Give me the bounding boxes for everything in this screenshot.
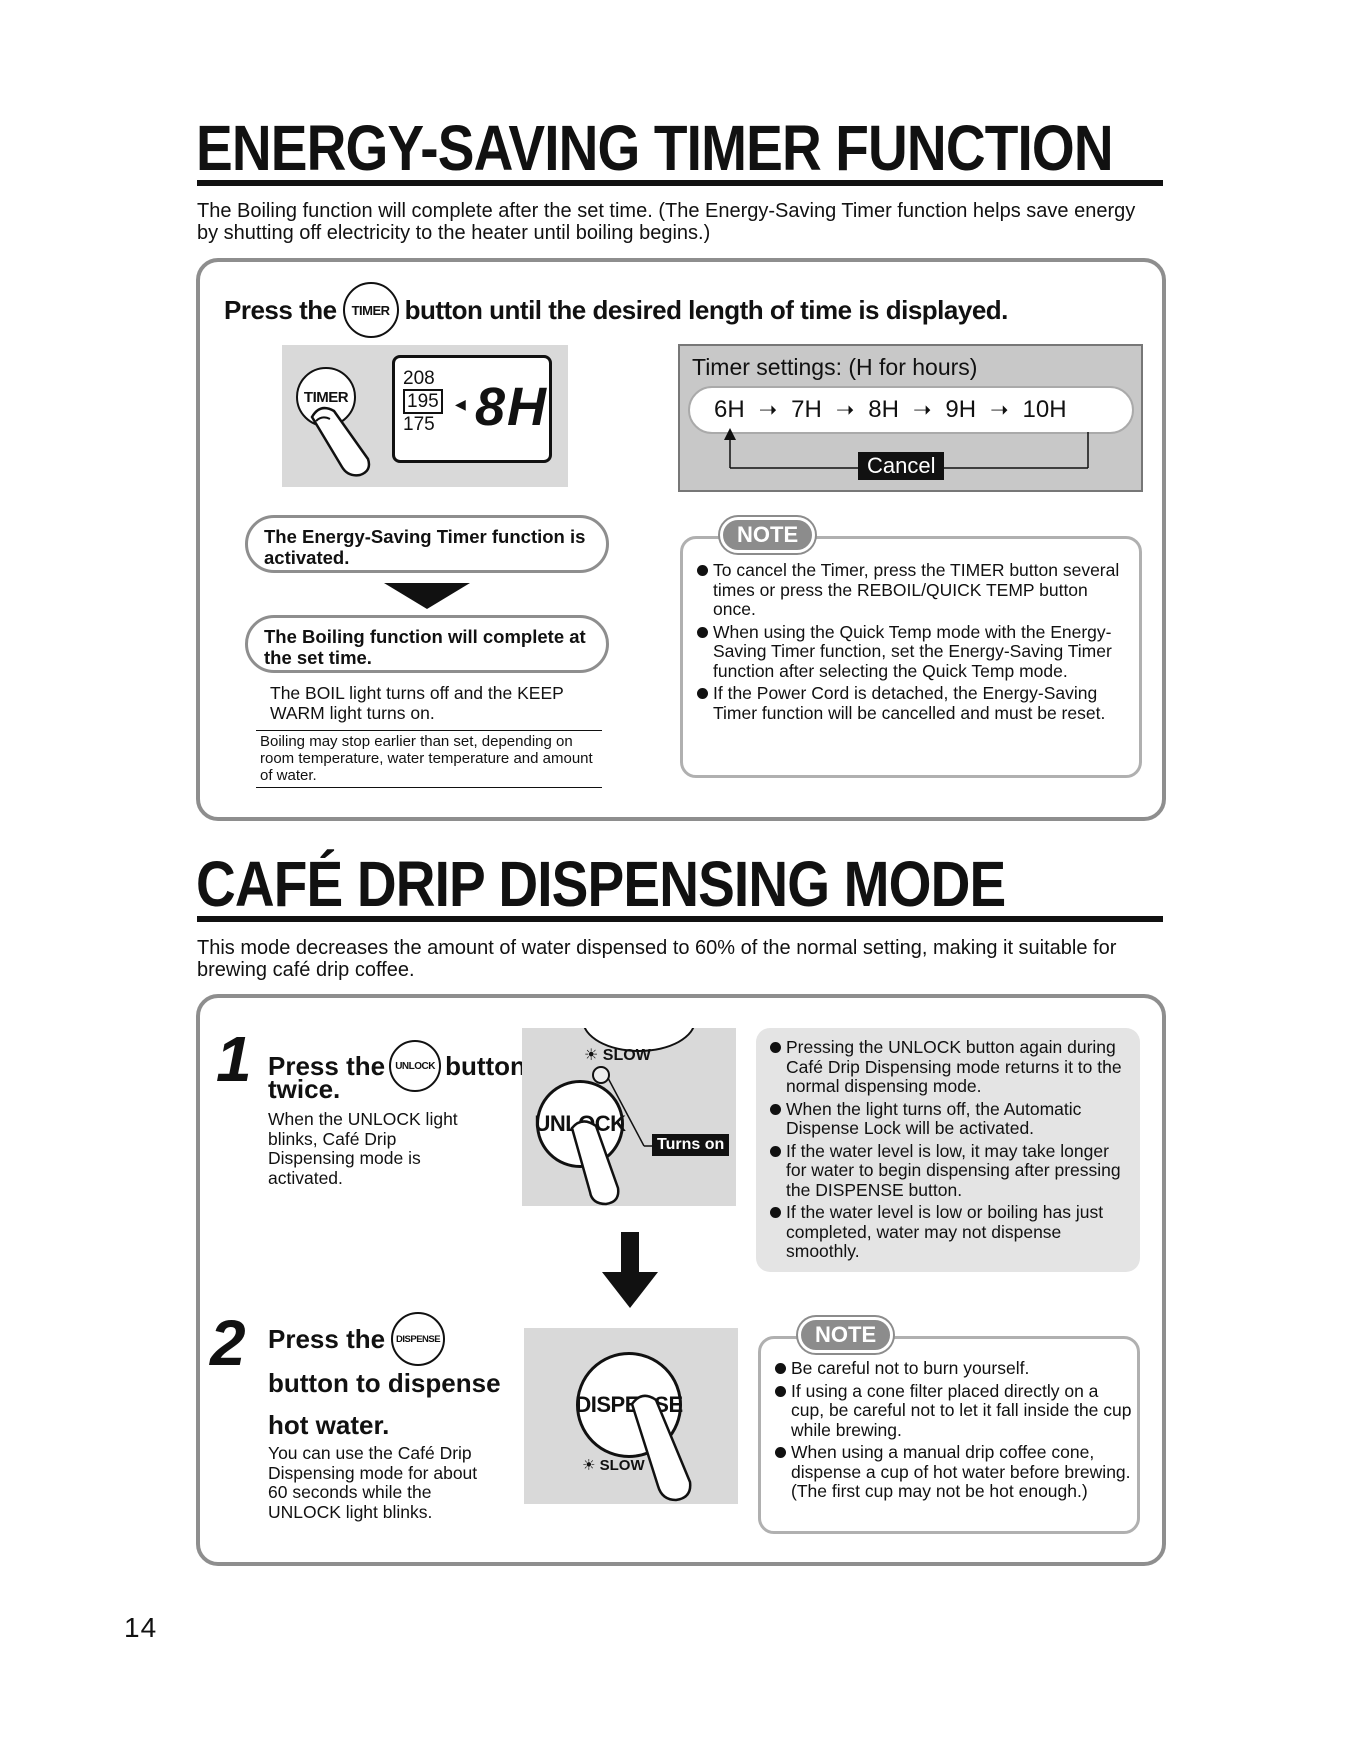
step2-head-line3: hot water. [268,1410,390,1440]
info-item: Pressing the UNLOCK button again during … [770,1037,1132,1097]
lcd-time: 8H [475,377,549,437]
finger-icon [310,406,371,477]
lcd-temp-3: 175 [403,414,435,435]
sun-icon: ☀ [584,1047,599,1064]
cancel-label: Cancel [858,452,945,480]
timer-options: 6H ➝ 7H ➝ 8H ➝ 9H ➝ 10H [688,386,1134,434]
arrow-icon: ➝ [912,397,932,422]
timer-option-7h: 7H [791,396,822,423]
step2-number: 2 [210,1307,246,1379]
note-list-timer: To cancel the Timer, press the TIMER but… [697,560,1135,726]
timer-settings-box: Timer settings: (H for hours) 6H ➝ 7H ➝ … [678,344,1143,492]
lcd-display: 208 195 175 ◀ 8H [392,355,552,463]
instruction-suffix: button until the desired length of time … [404,295,1009,325]
dispense-illustration: DISPENSE ☀ SLOW [524,1328,738,1504]
lcd-temp-2: 195 [403,389,443,414]
slow-text: SLOW [599,1457,645,1474]
lcd-temps: 208 195 175 [403,368,443,435]
note-list-cafe: Be careful not to burn yourself. If usin… [775,1358,1135,1505]
note-tag: NOTE [720,517,816,553]
boil-light-detail: The BOIL light turns off and the KEEP WA… [270,683,564,723]
note-box-cafe: Be careful not to burn yourself. If usin… [758,1336,1140,1534]
timer-option-6h: 6H [714,396,745,423]
section2-rule [197,916,1163,922]
lcd-temp-1: 208 [403,368,435,389]
unlock-light-icon [592,1066,610,1084]
turns-on-label: Turns on [652,1134,730,1156]
section1-title: ENERGY-SAVING TIMER FUNCTION [196,112,1114,184]
info-item: When the light turns off, the Automatic … [770,1099,1132,1139]
down-arrow-icon [602,1232,658,1308]
unlock-illustration: ☀ SLOW UNLOCK Turns on [522,1028,736,1206]
note-box-timer: To cancel the Timer, press the TIMER but… [680,536,1142,778]
info-item: If the water level is low or boiling has… [770,1202,1132,1262]
timer-option-8h: 8H [868,396,899,423]
timer-instruction: Press the TIMER button until the desired… [224,282,1008,338]
instruction-prefix: Press the [224,295,337,325]
arrow-icon: ➝ [758,397,778,422]
step2-body: You can use the Café Drip Dispensing mod… [268,1443,478,1522]
section2-intro: This mode decreases the amount of water … [197,937,1117,981]
finger-icon [630,1394,692,1502]
note-tag: NOTE [798,1317,894,1353]
boiling-caution: Boiling may stop earlier than set, depen… [256,730,602,788]
step1-info-box: Pressing the UNLOCK button again during … [756,1028,1140,1272]
dispense-button-icon: DISPENSE [391,1312,446,1366]
sun-icon: ☀ [582,1457,596,1474]
step2-head-line2: button to dispense [268,1368,501,1398]
step2-heading: Press the DISPENSE [268,1312,446,1366]
timer-illustration: TIMER 208 195 175 ◀ 8H [282,345,568,487]
note-item: To cancel the Timer, press the TIMER but… [697,560,1135,620]
arrow-icon: ➝ [990,397,1009,422]
step1-body: When the UNLOCK light blinks, Café Drip … [268,1109,458,1188]
slow-label: ☀ SLOW [582,1456,645,1474]
slow-text: SLOW [602,1047,651,1064]
step1-info-list: Pressing the UNLOCK button again during … [770,1037,1132,1265]
lcd-pointer-icon: ◀ [455,396,466,412]
timer-settings-title: Timer settings: (H for hours) [692,354,978,380]
arrow-icon: ➝ [835,397,855,422]
step1-head-suffix: button [445,1051,526,1081]
step2-head-prefix: Press the [268,1324,386,1354]
bubble-timer-activated: The Energy-Saving Timer function is acti… [245,515,609,573]
timer-button-icon: TIMER [342,282,399,338]
page-number: 14 [124,1612,158,1643]
note-item: When using the Quick Temp mode with the … [697,622,1135,682]
step1-heading: Press the UNLOCK button [268,1040,526,1092]
note-item: If using a cone filter placed directly o… [775,1381,1135,1441]
down-triangle-icon [384,583,470,609]
note-item: When using a manual drip coffee cone, di… [775,1442,1135,1502]
info-item: If the water level is low, it may take l… [770,1141,1132,1201]
bubble-boiling-complete: The Boiling function will complete at th… [245,615,609,673]
timer-option-9h: 9H [945,396,977,423]
section1-intro: The Boiling function will complete after… [197,200,1136,244]
unlock-button-icon: UNLOCK [389,1040,442,1092]
section2-title: CAFÉ DRIP DISPENSING MODE [196,848,1006,920]
note-item: Be careful not to burn yourself. [775,1358,1135,1379]
slow-label: ☀ SLOW [584,1045,651,1065]
step1-head-prefix: Press the [268,1051,386,1081]
timer-option-10h: 10H [1022,396,1067,423]
finger-icon [570,1120,620,1206]
note-item: If the Power Cord is detached, the Energ… [697,683,1135,723]
callout-line [607,1077,652,1147]
step1-number: 1 [216,1023,252,1095]
section1-rule [197,180,1163,186]
step1-head-line2: twice. [268,1074,341,1104]
